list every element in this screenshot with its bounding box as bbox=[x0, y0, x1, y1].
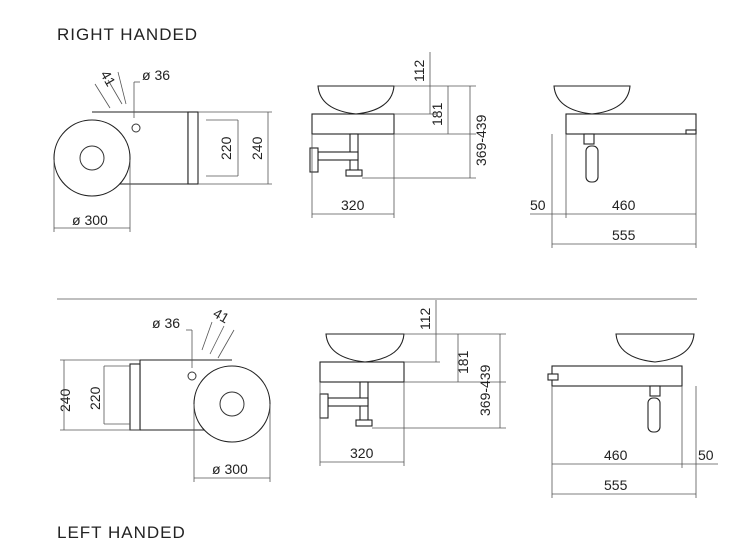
right-plan-bowl-diameter: ø 300 bbox=[72, 212, 108, 228]
right-front-counter bbox=[565, 113, 697, 135]
right-side-bowl-height: 112 bbox=[411, 59, 427, 82]
left-side-top-height: 181 bbox=[455, 350, 471, 374]
right-angle-line-b bbox=[107, 79, 123, 105]
right-side-width: 320 bbox=[341, 197, 365, 213]
right-side-top-height: 181 bbox=[429, 102, 445, 126]
left-front-trap bbox=[647, 397, 661, 433]
right-handed-title: RIGHT HANDED bbox=[57, 25, 198, 44]
right-side-bowl bbox=[317, 85, 395, 115]
right-front-towel-bar bbox=[685, 129, 697, 135]
left-front-counter bbox=[551, 365, 683, 387]
right-angle-line-c bbox=[117, 71, 127, 105]
left-angle-line-a bbox=[201, 321, 213, 351]
left-side-bowl-height: 112 bbox=[417, 307, 433, 330]
left-plan-drain bbox=[219, 391, 245, 417]
left-side-bowl bbox=[325, 333, 405, 363]
left-angle-line-c bbox=[217, 329, 235, 359]
right-side-view: 112 181 369-439 320 bbox=[309, 52, 489, 218]
right-side-counter bbox=[311, 113, 395, 135]
left-plan-tap-hole bbox=[187, 371, 197, 381]
right-plan-tap-hole bbox=[131, 123, 141, 133]
right-plan-bracket bbox=[187, 111, 199, 185]
left-front-view: 460 50 555 bbox=[547, 333, 718, 498]
left-front-towel-bar bbox=[547, 373, 559, 381]
right-front-total: 555 bbox=[612, 227, 636, 243]
right-side-trap-height: 369-439 bbox=[473, 114, 489, 166]
right-front-width: 460 bbox=[612, 197, 636, 213]
right-front-bowl bbox=[553, 85, 631, 115]
right-front-trap-neck bbox=[583, 133, 595, 145]
left-side-counter bbox=[319, 361, 405, 383]
left-side-wall-flange bbox=[319, 393, 329, 419]
left-plan-bowl bbox=[193, 365, 271, 443]
left-side-view: 112 181 369-439 320 bbox=[319, 300, 506, 466]
left-front-width: 460 bbox=[604, 447, 628, 463]
right-plan-depth-outer: 240 bbox=[249, 136, 265, 160]
right-plan-tap-hole-label: ø 36 bbox=[142, 67, 170, 83]
right-front-trap bbox=[585, 145, 599, 183]
left-handed-title: LEFT HANDED bbox=[57, 523, 186, 542]
left-side-trap-height: 369-439 bbox=[477, 364, 493, 416]
right-plan-depth-inner: 220 bbox=[218, 136, 234, 160]
right-plan-view: 41 ø 36 220 240 ø 300 bbox=[53, 67, 272, 232]
right-front-overhang: 50 bbox=[530, 197, 546, 213]
left-plan-depth-outer: 240 bbox=[57, 388, 73, 412]
left-front-total: 555 bbox=[604, 477, 628, 493]
right-side-trap-arm bbox=[317, 151, 359, 161]
left-side-width: 320 bbox=[350, 445, 374, 461]
left-side-trap-cup bbox=[355, 419, 373, 427]
left-plan-view: ø 36 41 240 220 ø 300 bbox=[57, 305, 271, 482]
right-plan-bowl bbox=[53, 119, 131, 197]
right-side-trap-cup bbox=[345, 169, 363, 177]
left-plan-tap-hole-label: ø 36 bbox=[152, 315, 180, 331]
left-front-overhang: 50 bbox=[698, 447, 714, 463]
right-plan-drain bbox=[79, 145, 105, 171]
left-plan-bowl-diameter: ø 300 bbox=[212, 461, 248, 477]
left-front-trap-neck bbox=[649, 385, 661, 397]
left-plan-bracket bbox=[129, 363, 141, 431]
left-angle-line-b bbox=[209, 325, 225, 355]
left-plan-angle: 41 bbox=[211, 305, 233, 327]
left-front-bowl bbox=[615, 333, 695, 363]
right-side-wall-flange bbox=[309, 147, 319, 173]
right-front-view: 50 460 555 bbox=[530, 85, 697, 248]
left-plan-depth-inner: 220 bbox=[87, 386, 103, 410]
left-side-trap-arm bbox=[327, 397, 369, 407]
right-angle-line-a bbox=[94, 83, 111, 109]
right-plan-angle: 41 bbox=[97, 68, 119, 90]
